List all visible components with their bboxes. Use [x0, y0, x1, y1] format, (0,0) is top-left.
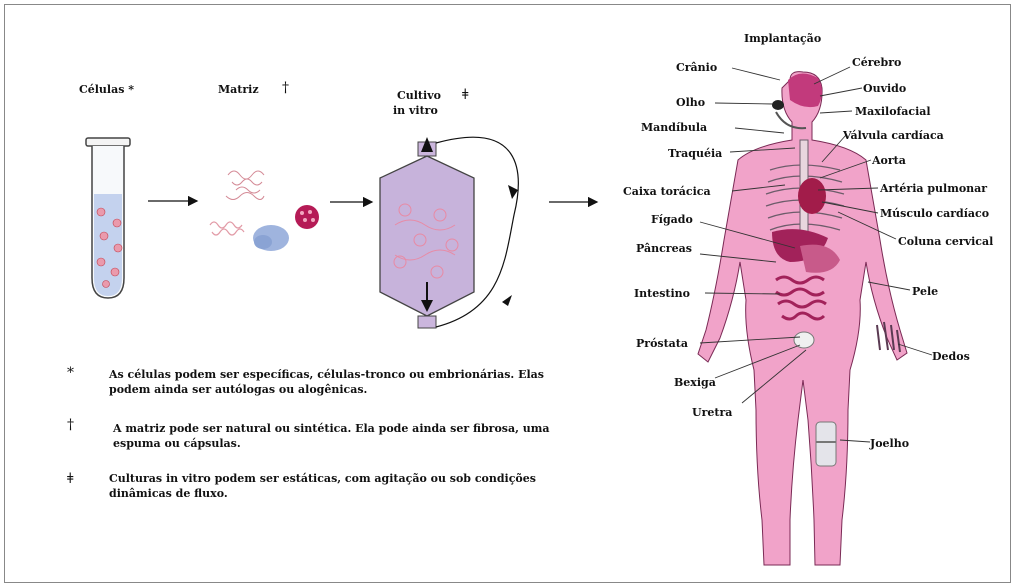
step-culture-label-line2: in vitro: [393, 104, 438, 117]
label-ouvido: Ouvido: [863, 82, 906, 95]
implant-title: Implantação: [744, 32, 821, 45]
matrix-symbol: †: [282, 80, 289, 96]
bioreactor-icon: [380, 137, 518, 328]
label-olho: Olho: [676, 96, 705, 109]
label-dedos: Dedos: [932, 350, 970, 363]
label-cerebro: Cérebro: [852, 56, 901, 69]
label-traqueia: Traquéia: [668, 147, 722, 160]
label-valvula: Válvula cardíaca: [843, 129, 944, 142]
test-tube-icon: [86, 138, 130, 298]
note-symbol-3: ǂ: [67, 471, 73, 487]
label-caixa: Caixa torácica: [623, 185, 711, 198]
label-figado: Fígado: [651, 213, 693, 226]
step-matrix-label: Matriz: [218, 83, 259, 96]
step-culture-label-line1: Cultivo: [397, 89, 441, 102]
step-cells-label: Células *: [79, 83, 134, 96]
culture-symbol: ǂ: [462, 87, 468, 103]
note-text-2: A matriz pode ser natural ou sintética. …: [113, 421, 583, 451]
human-body-icon: [698, 72, 907, 565]
note-symbol-2: †: [67, 417, 74, 433]
label-intestino: Intestino: [634, 287, 690, 300]
matrix-scaffolds-icon: [210, 171, 319, 251]
note-symbol-1: *: [67, 365, 74, 381]
label-uretra: Uretra: [692, 406, 732, 419]
label-joelho: Joelho: [870, 437, 909, 450]
label-bexiga: Bexiga: [674, 376, 716, 389]
note-text-3: Culturas in vitro podem ser estáticas, c…: [109, 471, 579, 501]
label-cranio: Crânio: [676, 61, 717, 74]
label-pancreas: Pâncreas: [636, 242, 692, 255]
label-prostata: Próstata: [636, 337, 688, 350]
label-musculo: Músculo cardíaco: [880, 207, 989, 220]
label-mandibula: Mandíbula: [641, 121, 707, 134]
label-pele: Pele: [912, 285, 938, 298]
note-text-1: As células podem ser específicas, célula…: [109, 367, 579, 397]
label-arteria: Artéria pulmonar: [880, 182, 987, 195]
label-coluna: Coluna cervical: [898, 235, 993, 248]
label-maxilofacial: Maxilofacial: [855, 105, 931, 118]
label-aorta: Aorta: [872, 154, 906, 167]
